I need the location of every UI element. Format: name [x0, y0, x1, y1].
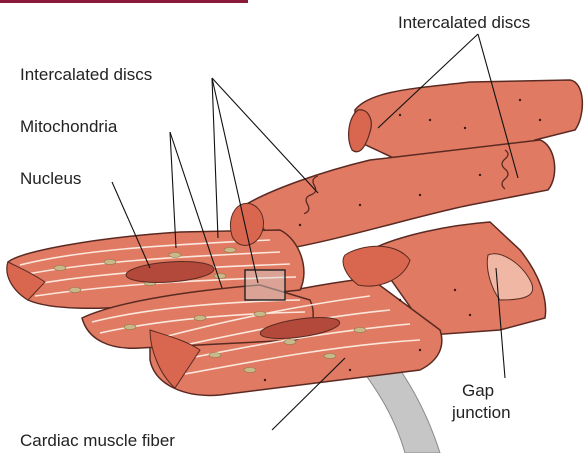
label-gap: Gap — [462, 381, 494, 400]
label-nucleus: Nucleus — [20, 169, 81, 188]
label-mitochondria: Mitochondria — [20, 117, 118, 136]
label-intercalated-discs-left: Intercalated discs — [20, 65, 152, 84]
middle-fiber-endcap — [230, 203, 263, 245]
title-accent-bar — [0, 0, 248, 3]
label-intercalated-discs-top-right: Intercalated discs — [398, 13, 530, 32]
label-cardiac-muscle-fiber: Cardiac muscle fiber — [20, 431, 175, 450]
gap-junction-inset-box — [245, 270, 285, 300]
middle-fiber — [245, 140, 555, 250]
label-junction: junction — [451, 403, 511, 422]
